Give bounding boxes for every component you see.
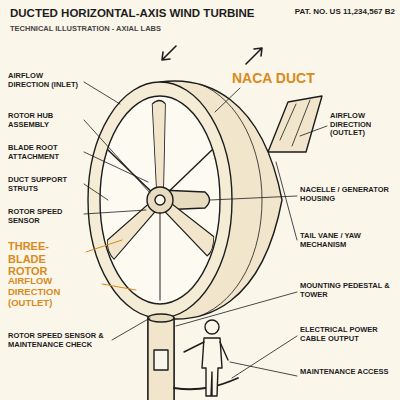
pedestal-top <box>148 314 174 322</box>
rotor-hub <box>147 187 173 213</box>
highlight-label: AIRFLOW DIRECTION (OUTLET) <box>8 276 100 309</box>
callout-label: ROTOR SPEED SENSOR & MAINTENANCE CHECK <box>8 332 116 349</box>
title: DUCTED HORIZONTAL-AXIS WIND TURBINE <box>10 7 278 20</box>
hub-cap <box>155 195 165 205</box>
pedestal-sides <box>148 318 174 400</box>
inlet-arrow <box>162 46 176 60</box>
callout-label: MOUNTING PEDESTAL & TOWER <box>300 282 395 299</box>
access-panel <box>154 350 168 370</box>
callout-label: DUCT SUPPORT STRUTS <box>8 176 82 193</box>
callout-label: MAINTENANCE ACCESS <box>300 368 395 377</box>
callout-label: ELECTRICAL POWER CABLE OUTPUT <box>300 326 395 343</box>
subtitle: TECHNICAL ILLUSTRATION - AXIAL LABS <box>10 25 240 34</box>
callout-label: ROTOR HUB ASSEMBLY <box>8 112 82 129</box>
callout-label: AIRFLOW DIRECTION (INLET) <box>8 72 82 89</box>
pedestal-fill <box>148 318 174 400</box>
highlight-label: THREE-BLADE ROTOR <box>8 240 86 278</box>
callout-label: NACELLE / GENERATOR HOUSING <box>300 186 395 203</box>
callout-label: ROTOR SPEED SENSOR <box>8 208 82 225</box>
highlight-label: NACA DUCT <box>232 70 372 86</box>
highlight-leaders <box>86 240 136 290</box>
callout-label: BLADE ROOT ATTACHMENT <box>8 144 82 161</box>
tail-vane <box>268 96 322 152</box>
patent-number: PAT. NO. US 11,234,567 B2 <box>280 7 395 16</box>
leader-lines <box>84 82 327 378</box>
duct-opening <box>100 96 220 304</box>
callout-label: AIRFLOW DIRECTION (OUTLET) <box>330 112 396 138</box>
maintenance-person <box>184 320 228 396</box>
rotor-blades <box>106 101 216 262</box>
outlet-arrow <box>246 48 262 64</box>
callout-label: TAIL VANE / YAW MECHANISM <box>300 232 395 249</box>
vane-ribs <box>280 100 310 146</box>
